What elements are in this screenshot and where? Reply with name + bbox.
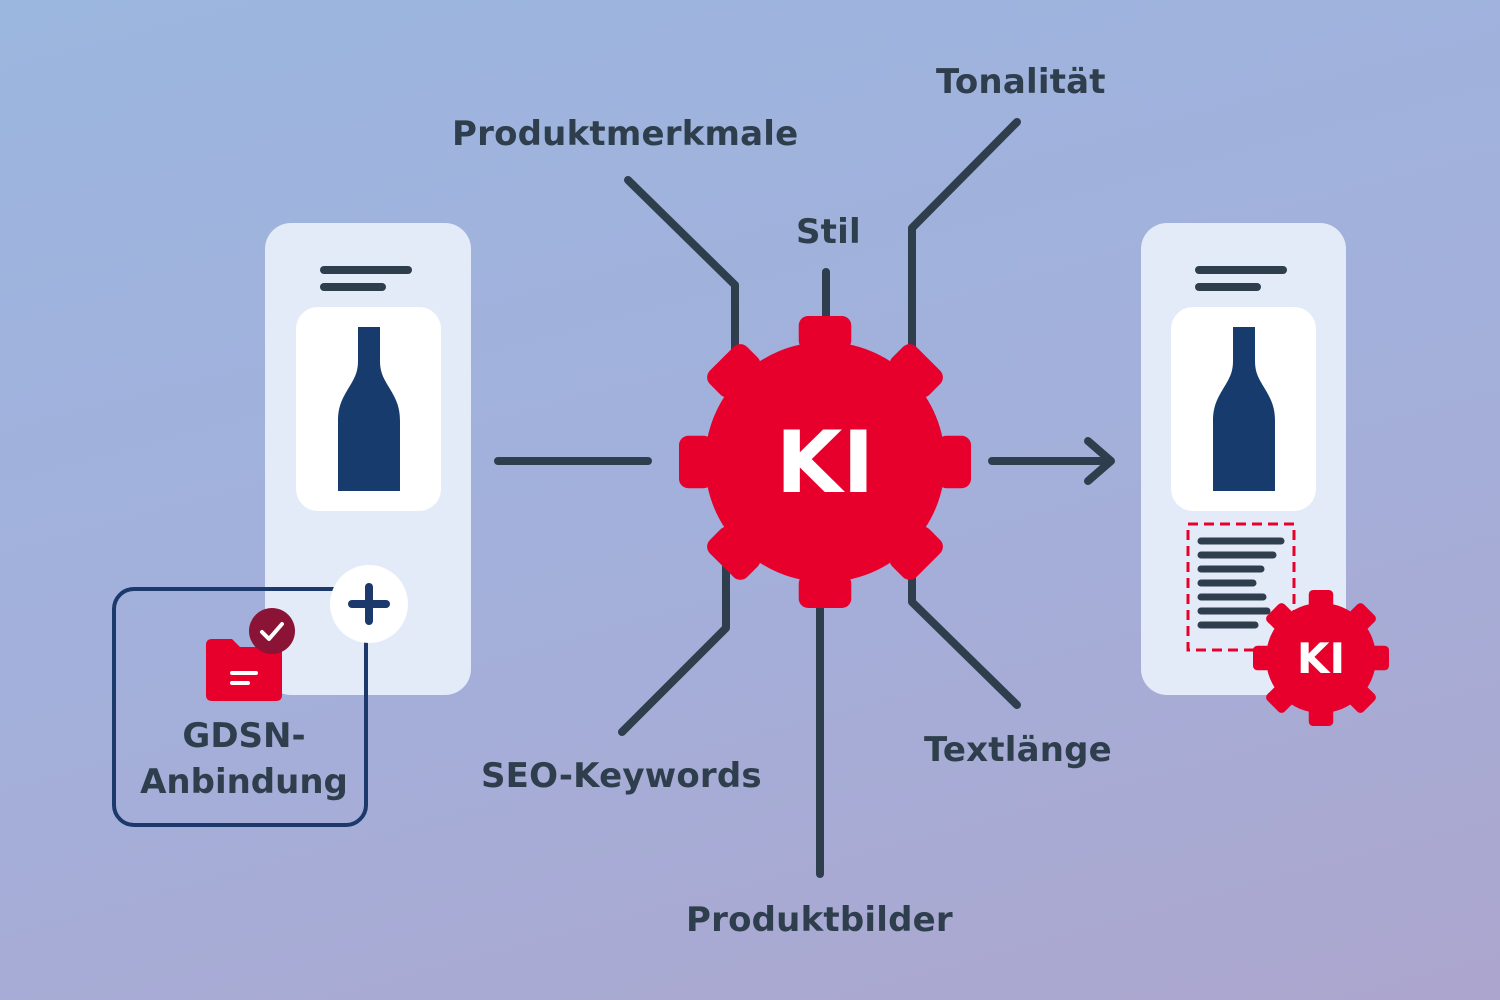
- folder-icon: [206, 639, 282, 701]
- menu-lines-icon: [320, 266, 412, 291]
- label-tonalitaet: Tonalität: [936, 62, 1106, 102]
- gear-icon: KI: [1253, 590, 1389, 726]
- ki-badge-label: KI: [1297, 634, 1345, 683]
- bottle-icon: [338, 327, 400, 491]
- label-produktmerkmale: Produktmerkmale: [452, 114, 799, 154]
- line-produktmerkmale: [624, 176, 739, 354]
- label-seo-keywords: SEO-Keywords: [481, 756, 762, 796]
- add-button: [330, 565, 408, 643]
- label-textlaenge: Textlänge: [924, 730, 1112, 770]
- menu-lines-icon: [1195, 266, 1287, 291]
- product-image-frame: [1171, 307, 1316, 511]
- ki-center-label: KI: [776, 413, 875, 513]
- gear-icon: KI: [679, 316, 971, 608]
- plus-icon: [348, 583, 390, 625]
- line-seo-keywords: [618, 561, 730, 736]
- gdsn-label-line1: GDSN-: [182, 716, 306, 756]
- generated-text-block: [1186, 522, 1296, 652]
- arrow-right-icon: [1084, 437, 1115, 485]
- product-image-frame: [296, 307, 441, 511]
- gdsn-label: GDSN- Anbindung: [116, 713, 372, 805]
- line-tonalitaet: [908, 118, 1021, 354]
- gdsn-label-line2: Anbindung: [140, 762, 348, 802]
- label-produktbilder: Produktbilder: [686, 900, 953, 940]
- bottle-icon: [1213, 327, 1275, 491]
- label-stil: Stil: [796, 212, 861, 252]
- gdsn-connection-card: GDSN- Anbindung: [112, 587, 368, 827]
- check-icon: [249, 608, 295, 654]
